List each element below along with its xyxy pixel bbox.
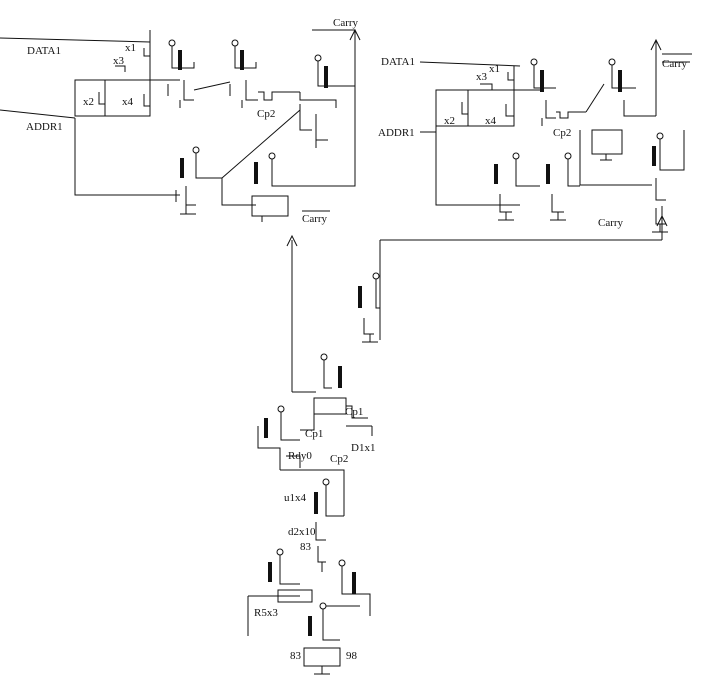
d2x10-label: d2x10 xyxy=(288,526,316,538)
carry-label-top-left: Carry xyxy=(333,17,359,29)
x3-label-left: x3 xyxy=(113,55,125,67)
n83-label-b: 83 xyxy=(290,650,302,662)
lower-chain xyxy=(247,272,380,675)
u1x4-label: u1x4 xyxy=(284,492,307,504)
n98-label: 98 xyxy=(346,650,358,662)
x1-label-right: x1 xyxy=(489,63,500,75)
addr-label-right: ADDR1 xyxy=(378,127,415,139)
carry-bus xyxy=(286,234,662,393)
data-label-left: DATA1 xyxy=(27,45,61,57)
left-memory-cell xyxy=(0,28,361,222)
r5x3-label: R5x3 xyxy=(254,607,278,619)
cp1-label-b: Cp1 xyxy=(305,428,323,440)
x3-label-right: x3 xyxy=(476,71,488,83)
x2-label-left: x2 xyxy=(83,96,94,108)
carry-bar-label-left: Carry xyxy=(302,213,328,225)
cp1-label-a: Cp1 xyxy=(345,406,363,418)
cp2-label-mid: Cp2 xyxy=(330,453,348,465)
x1-label-left: x1 xyxy=(125,42,136,54)
d1x1-label: D1x1 xyxy=(351,442,375,454)
x4-label-right: x4 xyxy=(485,115,497,127)
carry-bar-label-right: Carry xyxy=(662,58,688,70)
x4-label-left: x4 xyxy=(122,96,134,108)
n83-label-a: 83 xyxy=(300,541,312,553)
carry-label-right: Carry xyxy=(598,217,624,229)
data-label-right: DATA1 xyxy=(381,56,415,68)
right-memory-cell xyxy=(419,38,690,240)
cp2-label-right: Cp2 xyxy=(553,127,571,139)
cp2-label-left: Cp2 xyxy=(257,108,275,120)
x2-label-right: x2 xyxy=(444,115,455,127)
addr-label-left: ADDR1 xyxy=(26,121,63,133)
rdy0-label: Rdy0 xyxy=(288,450,312,462)
